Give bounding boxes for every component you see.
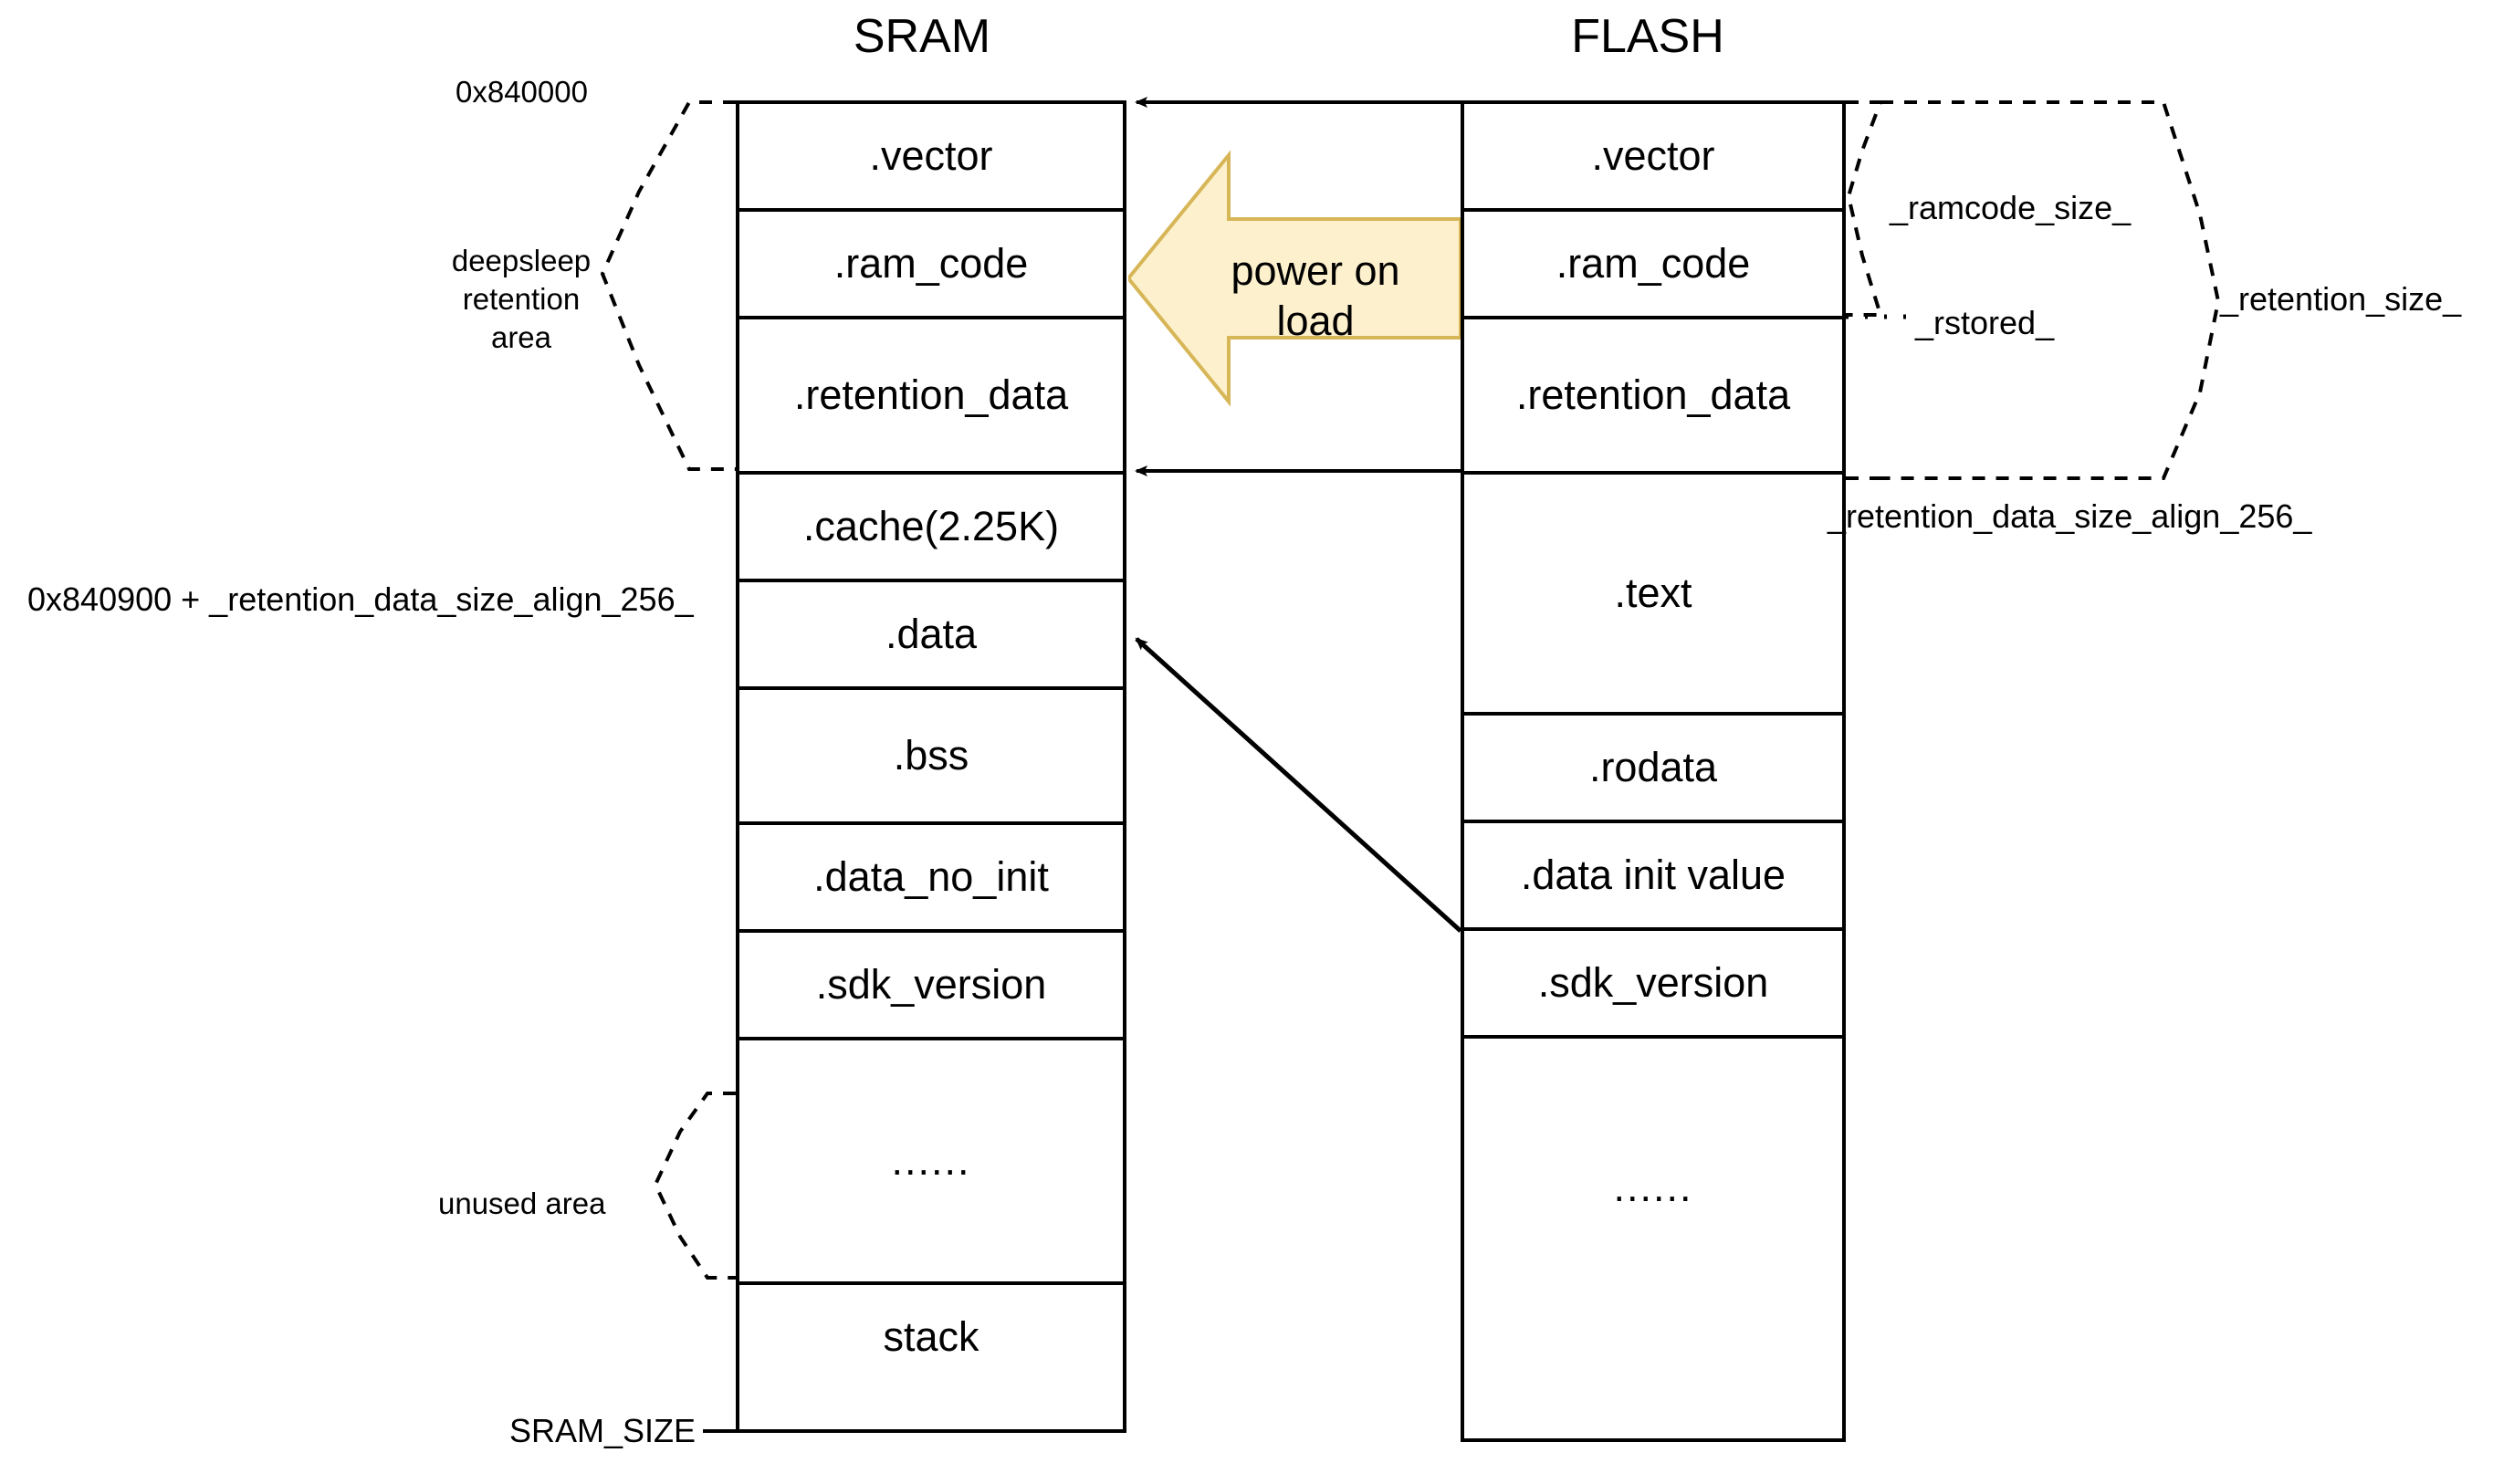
- sram-row-data: .data: [739, 579, 1123, 686]
- flash-row-rodata: .rodata: [1464, 712, 1842, 820]
- retention-size-brace: [1880, 100, 2221, 480]
- ramcode-size-label: _ramcode_size_: [1890, 189, 2132, 226]
- sram-row-bss: .bss: [739, 686, 1123, 821]
- flash-row-ellipsis: ......: [1464, 1035, 1842, 1336]
- flash-row-ram-code: .ram_code: [1464, 208, 1842, 316]
- retention-size-label: _retention_size_: [2220, 280, 2462, 318]
- sram-memory-column: .vector .ram_code .retention_data .cache…: [736, 100, 1126, 1433]
- unused-area-label: unused area: [438, 1186, 606, 1220]
- sram-row-data-no-init: .data_no_init: [739, 821, 1123, 929]
- flash-row-data-init-value: .data init value: [1464, 820, 1842, 927]
- sram-row-stack: stack: [739, 1281, 1123, 1389]
- rstored-label: _rstored_: [1915, 304, 2055, 341]
- flash-row-sdk-version: .sdk_version: [1464, 927, 1842, 1035]
- unused-area-brace: [653, 1092, 736, 1280]
- address-label-mid: 0x840900 + _retention_data_size_align_25…: [27, 580, 694, 618]
- retention-data-size-align-256-label: _retention_data_size_align_256_: [1828, 497, 2312, 535]
- sram-size-label: SRAM_SIZE: [509, 1412, 697, 1449]
- sram-row-ram-code: .ram_code: [739, 208, 1123, 316]
- flash-column-title: FLASH: [1571, 10, 1724, 63]
- sram-row-sdk-version: .sdk_version: [739, 929, 1123, 1037]
- sram-column-title: SRAM: [853, 10, 991, 63]
- flash-row-text: .text: [1464, 471, 1842, 712]
- sram-row-retention-data: .retention_data: [739, 316, 1123, 471]
- ramcode-size-brace: [1846, 100, 1883, 317]
- data-init-arrow: [1135, 637, 1462, 933]
- power-on-load-arrow: [1128, 137, 1461, 420]
- address-label-top: 0x840000: [456, 75, 588, 109]
- sram-row-cache: .cache(2.25K): [739, 471, 1123, 579]
- flash-memory-column: .vector .ram_code .retention_data .text …: [1461, 100, 1846, 1442]
- flash-row-vector: .vector: [1464, 100, 1842, 208]
- flash-row-retention-data: .retention_data: [1464, 316, 1842, 471]
- sram-row-vector: .vector: [739, 100, 1123, 208]
- sram-row-ellipsis: ......: [739, 1037, 1123, 1281]
